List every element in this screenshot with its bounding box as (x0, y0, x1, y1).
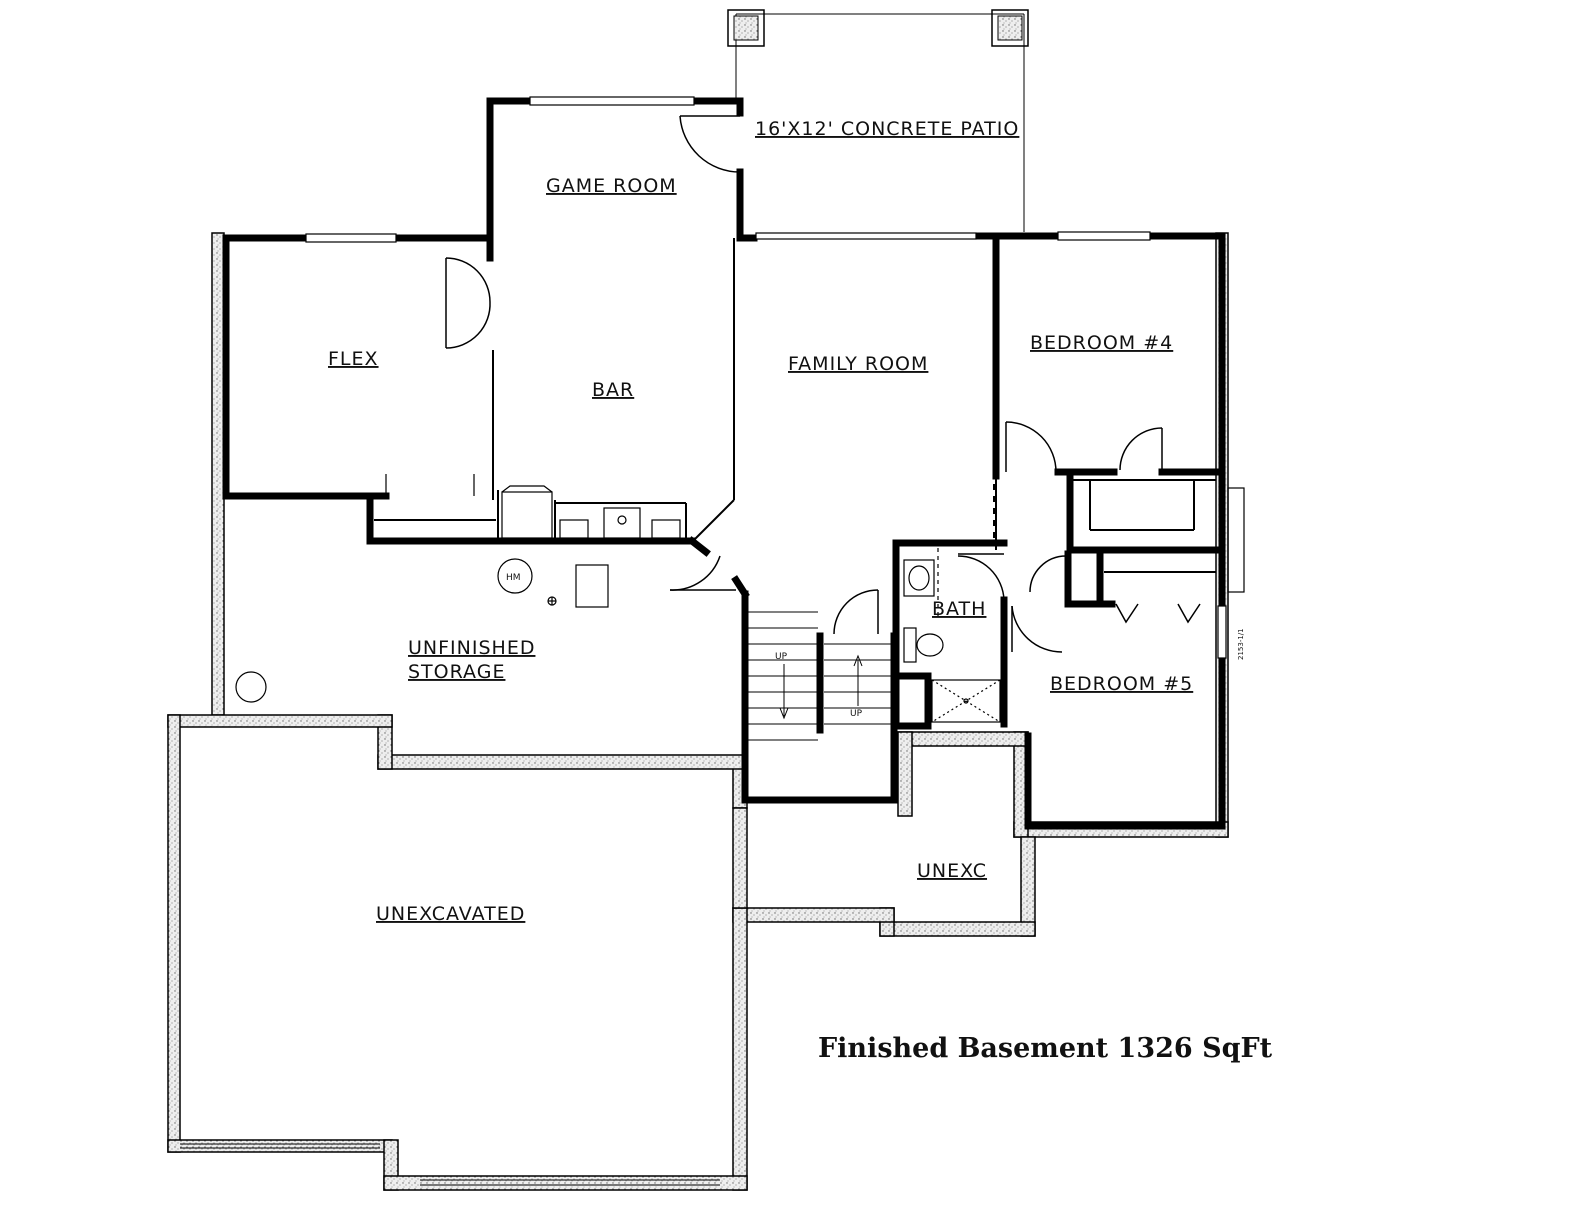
storage-label-line1: UNFINISHED (408, 637, 535, 659)
fixtures (235, 474, 1001, 723)
patio (727, 9, 1029, 232)
flex-label: FLEX (328, 348, 379, 370)
interior-walls (222, 97, 1226, 830)
plan-caption: Finished Basement 1326 SqFt (818, 1033, 1273, 1064)
family-room-label: FAMILY ROOM (788, 353, 928, 375)
thin-walls (374, 238, 1216, 573)
stair-up-left-label: UP (775, 652, 788, 662)
bedroom4-label: BEDROOM #4 (1030, 332, 1173, 354)
basement-windows (180, 1143, 720, 1186)
bath-label: BATH (932, 598, 986, 620)
water-heater-label: HM (506, 573, 521, 583)
window-tag-label: 2153-1/1 (1237, 628, 1245, 660)
room-labels: 16'X12' CONCRETE PATIO GAME ROOM FLEX BA… (328, 118, 1193, 925)
stairs (748, 611, 892, 741)
patio-label: 16'X12' CONCRETE PATIO (755, 118, 1019, 140)
windows (305, 96, 1245, 659)
fixture-labels: HM UP UP 2153-1/1 (506, 573, 1245, 719)
unexcavated-label: UNEXCAVATED (376, 903, 525, 925)
storage-label-line2: STORAGE (408, 661, 505, 683)
bar-label: BAR (592, 379, 634, 401)
bedroom5-label: BEDROOM #5 (1050, 673, 1193, 695)
unexc-label: UNEXC (917, 860, 987, 882)
stair-up-right-label: UP (850, 709, 863, 719)
doors (445, 115, 1201, 653)
game-room-label: GAME ROOM (546, 175, 677, 197)
